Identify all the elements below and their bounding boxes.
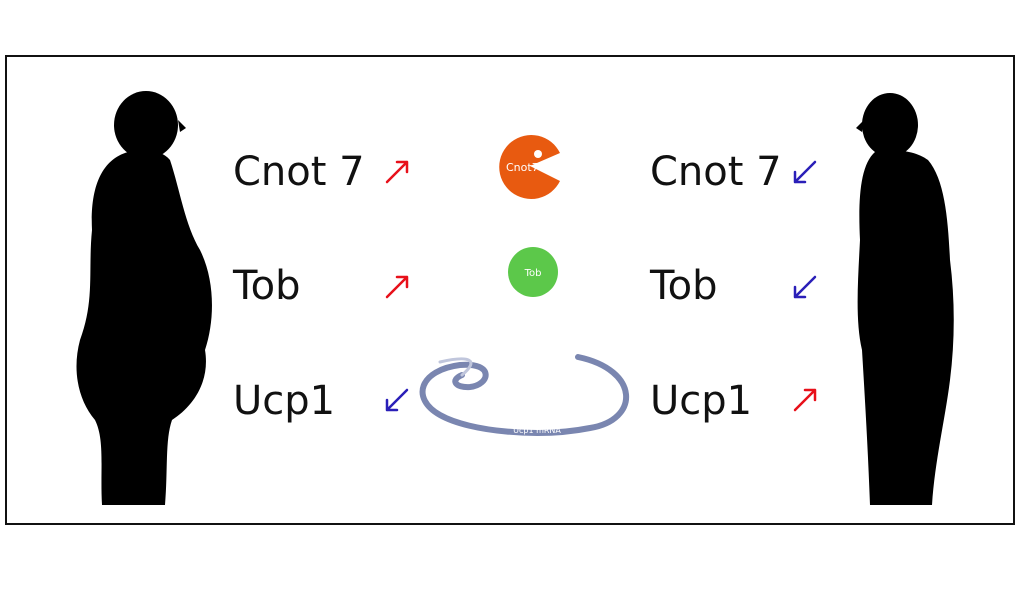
left-tob-label: Tob	[233, 263, 301, 309]
pacman-eye	[534, 150, 542, 158]
right-ucp1-label: Ucp1	[650, 378, 753, 424]
tob-protein-label: Tob	[524, 268, 542, 279]
right-down-arrow-icon	[793, 275, 817, 299]
left-ucp1-label: Ucp1	[233, 378, 336, 424]
ucp1-mrna-strand	[419, 354, 630, 436]
mrna-label: Ucp1 mRNA	[513, 426, 561, 435]
right-tob-label: Tob	[650, 263, 718, 309]
left-down-arrow-icon	[385, 388, 409, 412]
tob-circle	[508, 247, 558, 297]
right-cnot7-label: Cnot 7	[650, 149, 782, 195]
cnot7-pacman	[499, 135, 560, 200]
diagram-frame	[5, 55, 1015, 525]
left-cnot7-label: Cnot 7	[233, 149, 365, 195]
left-up-arrow-icon	[385, 275, 409, 299]
cnot7-enzyme-label: Cnot7	[506, 161, 539, 174]
right-up-arrow-icon	[793, 388, 817, 412]
obese-person-silhouette	[76, 91, 212, 505]
slim-person-silhouette	[856, 93, 954, 505]
left-up-arrow-icon	[385, 160, 409, 184]
right-down-arrow-icon	[793, 160, 817, 184]
